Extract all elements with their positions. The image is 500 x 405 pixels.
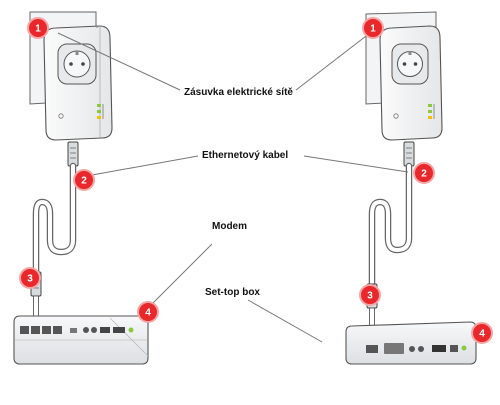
left-status-leds <box>97 104 104 119</box>
left-ethernet-cable-inner <box>34 164 75 274</box>
right-status-leds <box>428 104 435 119</box>
right-ethernet-plug-icon <box>403 141 415 167</box>
right-ethernet-cable <box>368 162 413 288</box>
svg-text:2: 2 <box>81 176 87 187</box>
stb-ports <box>366 343 467 354</box>
badge-2-right: 2 <box>413 162 435 184</box>
label-ethernet-cable: Ethernetový kabel <box>202 150 289 161</box>
svg-text:1: 1 <box>370 24 376 35</box>
set-top-box-icon <box>345 321 477 365</box>
label-modem: Modem <box>212 221 247 232</box>
left-powerline-adapter <box>43 25 113 141</box>
label-set-top-box: Set-top box <box>205 287 260 298</box>
badge-2-left: 2 <box>73 169 95 191</box>
svg-text:3: 3 <box>27 274 33 285</box>
badge-4-modem: 4 <box>137 301 159 323</box>
badge-1-right: 1 <box>362 17 384 39</box>
right-powerline-adapter <box>379 25 443 141</box>
right-socket-face-icon <box>391 43 429 85</box>
badge-4-stb: 4 <box>471 322 493 344</box>
right-ethernet-cable-inner <box>370 164 411 286</box>
badge-1-left: 1 <box>27 17 49 39</box>
left-socket-face-icon <box>57 43 97 85</box>
modem-icon <box>13 315 149 365</box>
svg-text:4: 4 <box>145 308 151 319</box>
svg-text:2: 2 <box>421 169 427 180</box>
svg-text:1: 1 <box>35 24 41 35</box>
label-power-socket: Zásuvka elektrické sítě <box>184 87 293 98</box>
left-ethernet-cable <box>32 162 77 276</box>
svg-text:3: 3 <box>367 291 373 302</box>
callout-lines <box>57 32 409 343</box>
svg-text:4: 4 <box>479 329 485 340</box>
badge-3-right: 3 <box>359 284 381 306</box>
badge-3-left: 3 <box>19 267 41 289</box>
left-ethernet-plug-icon <box>67 141 79 167</box>
modem-ports <box>20 326 134 334</box>
